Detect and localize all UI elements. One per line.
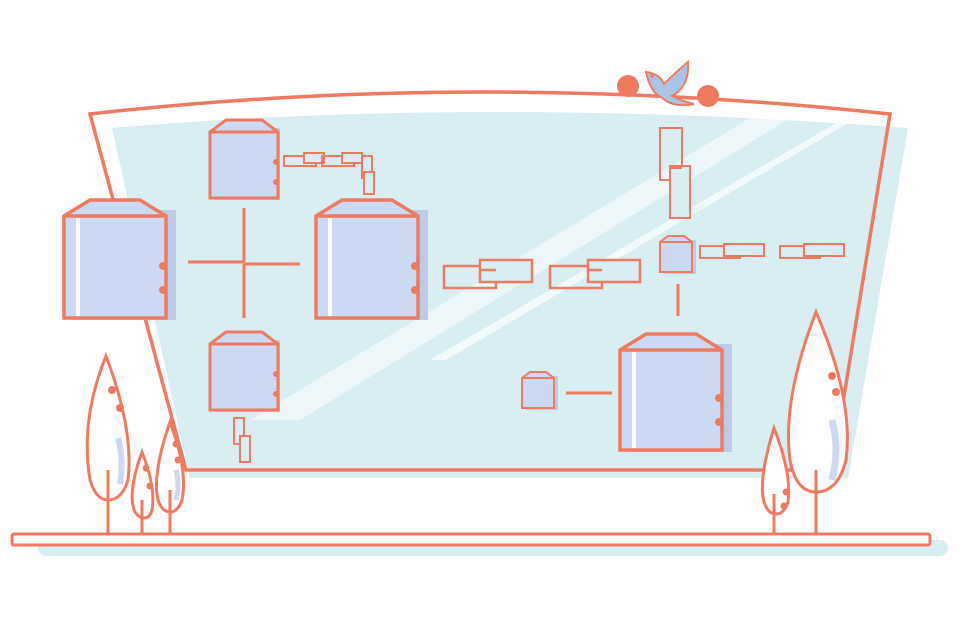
chain-link-icon (442, 258, 642, 290)
tree-left-tall (85, 351, 131, 534)
block-right-tiny (521, 371, 558, 410)
tree-right-tall (787, 308, 849, 534)
chain-link-icon (233, 127, 845, 463)
tree-left-short (130, 447, 155, 534)
tree-right-short (760, 423, 791, 534)
tree-left-medium (155, 417, 185, 534)
block-bottom-left-small (208, 330, 280, 412)
block-left-large (62, 198, 176, 320)
block-center-large (314, 198, 428, 320)
block-right-large (618, 332, 732, 452)
chain-link-icon (283, 152, 375, 195)
connector-lines (188, 208, 680, 395)
glass-reflection-thin (430, 122, 850, 360)
block-top-left-small (208, 118, 280, 200)
ground-line (10, 532, 932, 547)
panel-frame (87, 90, 893, 472)
block-right-small (659, 235, 696, 274)
bird-icon (617, 60, 719, 107)
